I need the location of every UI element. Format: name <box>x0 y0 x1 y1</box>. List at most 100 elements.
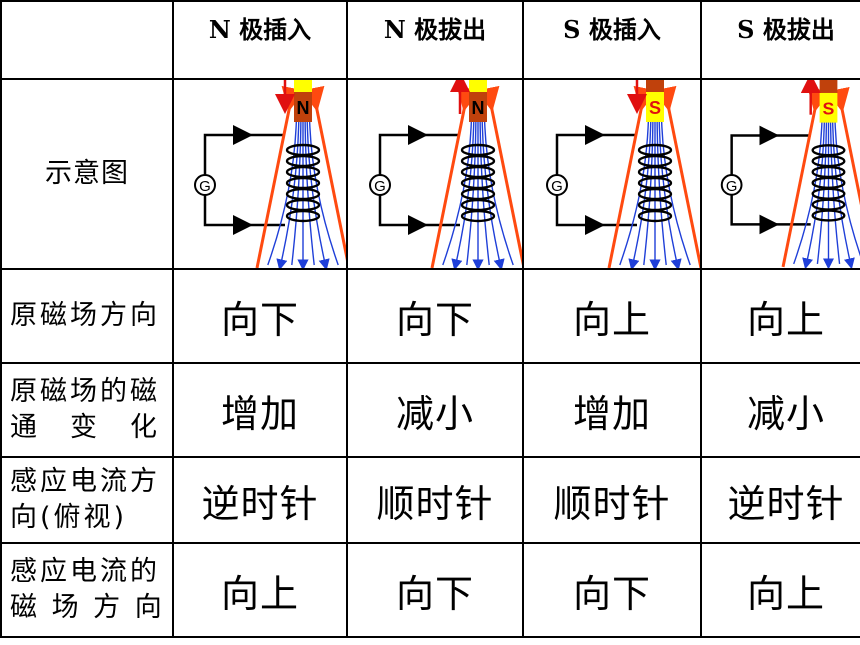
row-induced-field-direction: 感应电流的 磁 场 方 向 向上 向下 向下 向上 <box>0 542 860 638</box>
value-cell: 增加 <box>522 362 702 458</box>
cell-value: 逆时针 <box>201 481 319 526</box>
header-s-insert: S 极插入 <box>563 14 661 44</box>
field-line <box>831 120 855 268</box>
circuit-wire <box>730 134 811 226</box>
cell-value: 向上 <box>746 571 825 616</box>
magnet-pole-label: S <box>649 98 661 118</box>
value-cell: 向下 <box>346 268 524 364</box>
row-label-line1: 原磁场的磁 <box>10 376 160 407</box>
cell-value: 减小 <box>746 391 825 436</box>
header-cell-s-remove: S 极拔出 <box>700 0 860 80</box>
galvanometer-icon <box>546 174 568 196</box>
magnet-pole-label: S <box>823 99 835 119</box>
galvanometer-label: G <box>551 178 563 195</box>
field-line <box>829 120 841 265</box>
field-line <box>643 119 654 266</box>
outer-field-line-left <box>781 86 831 268</box>
row-label-line2: 磁 场 方 向 <box>10 592 165 623</box>
outer-field-line-right <box>826 86 860 206</box>
outer-field-line-left <box>255 85 306 268</box>
cell-value: 增加 <box>220 391 299 436</box>
cell-value: 向下 <box>395 297 474 342</box>
cell-value: 向上 <box>572 297 651 342</box>
row-label: 原磁场方向 <box>10 300 160 331</box>
coil-turn <box>460 209 496 223</box>
galvanometer-icon <box>194 174 216 196</box>
galvanometer-label: G <box>374 178 386 195</box>
magnet-bottom-half <box>646 92 664 122</box>
row-label-diagram: 示意图 <box>45 158 129 189</box>
coil-turn <box>285 209 321 223</box>
value-cell: 向上 <box>700 542 860 638</box>
magnet-bottom-half <box>294 92 312 122</box>
cell-value: 逆时针 <box>727 481 845 526</box>
magnet-top-half <box>646 80 664 92</box>
cell-value: 向下 <box>572 571 651 616</box>
row-label-line1: 感应电流方 <box>10 466 160 497</box>
field-line <box>304 119 315 266</box>
header-row: N 极插入 N 极拔出 S 极插入 S 极拔出 <box>0 0 860 80</box>
circuit-wire <box>378 133 460 227</box>
label-cell: 感应电流方 向(俯视) <box>0 456 174 544</box>
galvanometer-label: G <box>199 178 211 195</box>
cell-value: 向上 <box>220 571 299 616</box>
value-cell: 向上 <box>172 542 348 638</box>
field-line <box>658 119 682 268</box>
diagram-s-insert: GS <box>546 80 700 268</box>
header-n-insert: N 极插入 <box>208 14 312 44</box>
outer-field-line-right <box>300 85 346 261</box>
outer-field-line-right <box>652 85 700 268</box>
label-cell: 感应电流的 磁 场 方 向 <box>0 542 174 638</box>
magnet-bottom-half <box>819 92 838 123</box>
field-line <box>479 119 490 266</box>
magnet-pole-label: N <box>297 98 310 118</box>
value-cell: 逆时针 <box>172 456 348 544</box>
field-line <box>276 119 300 268</box>
magnet-top-half <box>294 80 312 92</box>
row-label-line2: 通 变 化 <box>10 412 160 443</box>
value-cell: 增加 <box>172 362 348 458</box>
field-line <box>802 120 826 268</box>
value-cell: 减小 <box>346 362 524 458</box>
field-line <box>481 119 505 268</box>
value-cell: 顺时针 <box>346 456 524 544</box>
magnet-bottom-half <box>469 92 487 122</box>
value-cell: 减小 <box>700 362 860 458</box>
field-line <box>628 119 652 268</box>
header-cell-s-insert: S 极插入 <box>522 0 702 80</box>
galvanometer-icon <box>720 174 743 196</box>
galvanometer-label: G <box>726 179 738 195</box>
header-cell-empty <box>0 0 174 80</box>
row-flux-change: 原磁场的磁 通 变 化 增加 减小 增加 减小 <box>0 362 860 458</box>
label-cell-diagram: 示意图 <box>0 78 174 270</box>
diagram-s-remove: GS <box>720 80 860 268</box>
coil-turn <box>811 209 846 222</box>
magnet-top-half <box>469 80 487 92</box>
value-cell: 向下 <box>522 542 702 638</box>
label-cell: 原磁场方向 <box>0 268 174 364</box>
field-line <box>656 119 667 266</box>
value-cell: 向上 <box>522 268 702 364</box>
cell-value: 向上 <box>746 297 825 342</box>
cell-value: 顺时针 <box>376 481 494 526</box>
field-line <box>451 119 475 268</box>
field-line <box>816 120 828 265</box>
cell-value: 顺时针 <box>553 481 671 526</box>
row-original-field-direction: 原磁场方向 向下 向下 向上 向上 <box>0 268 860 364</box>
field-line <box>291 119 302 266</box>
circuit-wire <box>555 133 637 227</box>
value-cell: 顺时针 <box>522 456 702 544</box>
cell-value: 增加 <box>572 391 651 436</box>
header-cell-n-remove: N 极拔出 <box>346 0 524 80</box>
diagram-n-remove: GN <box>369 80 522 268</box>
galvanometer-icon <box>369 174 391 196</box>
magnet-top-half <box>819 80 838 93</box>
row-induced-current-direction: 感应电流方 向(俯视) 逆时针 顺时针 顺时针 逆时针 <box>0 456 860 544</box>
outer-field-line-left <box>607 85 658 268</box>
header-cell-n-insert: N 极插入 <box>172 0 348 80</box>
